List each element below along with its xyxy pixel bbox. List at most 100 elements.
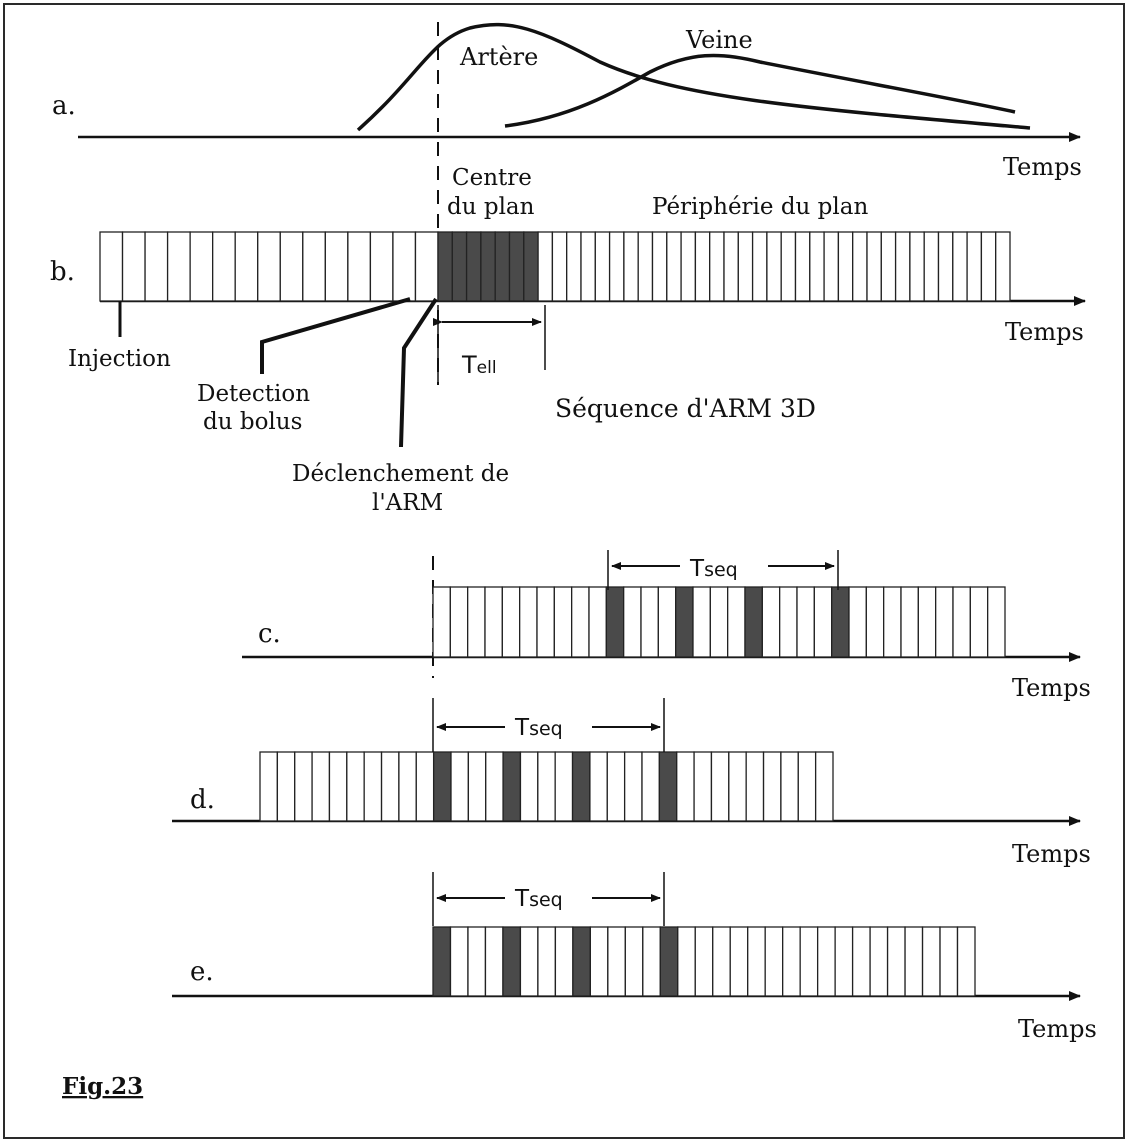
pre-trigger-cell xyxy=(392,231,417,302)
panel-d-axis-label: Temps xyxy=(1012,840,1091,868)
panel-c-cell xyxy=(449,586,469,658)
panel-c-cell xyxy=(709,586,729,658)
panel-d-cell xyxy=(797,751,817,822)
panel-e-cell xyxy=(484,926,504,997)
panel-e-tseq-label: Tseq xyxy=(514,886,563,912)
panel-c-cell xyxy=(553,586,573,658)
panel-d-cell xyxy=(485,751,504,822)
panel-e-cell xyxy=(956,926,976,997)
panel-e-cell xyxy=(782,926,801,997)
panel-e-cell xyxy=(677,926,696,997)
sequence-cell xyxy=(651,231,668,302)
tell-label: Tell xyxy=(461,351,497,379)
pre-trigger-cell xyxy=(369,231,394,302)
panel-b: b. Centre du plan Périphérie du plan Tem… xyxy=(50,165,1086,516)
panel-c-cell xyxy=(761,586,781,658)
panel-c-cell xyxy=(501,586,521,658)
center-label-line2: du plan xyxy=(447,194,535,220)
panel-c-cell xyxy=(484,586,503,658)
pre-trigger-cell xyxy=(347,231,372,302)
panel-d-cell xyxy=(658,751,678,822)
panel-c-cell xyxy=(796,586,815,658)
panel-c-cell xyxy=(640,586,659,658)
panel-e-cell xyxy=(921,926,941,997)
panel-d-cell xyxy=(346,751,365,822)
sequence-cell xyxy=(494,231,511,302)
panel-d-cell xyxy=(398,751,417,822)
panel-c-cell xyxy=(969,586,989,658)
panel-e-cell xyxy=(572,926,591,997)
panel-c-cell xyxy=(432,586,451,658)
sequence-cell xyxy=(537,231,554,302)
sequence-cell xyxy=(465,231,482,302)
panel-c-cell xyxy=(848,586,867,658)
panel-d-cell xyxy=(294,751,313,822)
vein-curve xyxy=(504,53,1016,128)
panel-e: e. Tseq Temps xyxy=(172,872,1097,1043)
panel-d-cell xyxy=(519,751,539,822)
panel-c-axis-label: Temps xyxy=(1012,674,1091,702)
sequence-cell xyxy=(508,231,525,302)
artery-curve xyxy=(356,22,1031,132)
panel-d-cell xyxy=(814,751,834,822)
panel-c-cell xyxy=(588,586,607,658)
panel-e-cell xyxy=(642,926,661,997)
panel-d-cell xyxy=(259,751,279,822)
panel-d-cell xyxy=(276,751,296,822)
panel-d-cell xyxy=(728,751,747,822)
panel-e-cell xyxy=(764,926,784,997)
panel-d-cell xyxy=(467,751,487,822)
panel-a: a. Artère Veine Temps xyxy=(52,22,1082,181)
panel-d-cell xyxy=(554,751,574,822)
sequence-cell xyxy=(966,231,983,302)
sequence-cell xyxy=(794,231,811,302)
panel-c-sequence-cells xyxy=(432,586,1006,658)
pre-trigger-cell xyxy=(257,231,281,302)
sequence-cell xyxy=(980,231,997,302)
panel-c-cell xyxy=(675,586,694,658)
sequence-cell xyxy=(995,231,1011,302)
panel-c-cell xyxy=(779,586,798,658)
panel-b-pre-trigger-cells xyxy=(99,231,439,302)
pre-trigger-cell xyxy=(414,231,439,302)
panel-c-cell xyxy=(727,586,746,658)
panel-d-cell xyxy=(537,751,556,822)
panel-c-cell xyxy=(813,586,833,658)
panel-c-cell xyxy=(987,586,1006,658)
panel-d-cell xyxy=(710,751,730,822)
sequence-cell xyxy=(866,231,882,302)
panel-e-cell xyxy=(659,926,679,997)
panel-e-cell xyxy=(554,926,574,997)
panel-c-cell xyxy=(952,586,971,658)
sequence-cell xyxy=(666,231,682,302)
sequence-cell xyxy=(809,231,825,302)
panel-d-sequence-cells xyxy=(259,751,834,822)
panel-d-cell xyxy=(762,751,782,822)
panel-e-label: e. xyxy=(190,957,214,987)
sequence-cell xyxy=(937,231,954,302)
panel-c-cell xyxy=(571,586,590,658)
sequence-cell xyxy=(837,231,854,302)
sequence-cell xyxy=(852,231,868,302)
panel-e-cell xyxy=(519,926,539,997)
sequence-cell xyxy=(566,231,582,302)
pre-trigger-cell xyxy=(99,231,124,302)
panel-d-cell xyxy=(311,751,331,822)
panel-a-axis-label: Temps xyxy=(1003,153,1082,181)
detection-pointer xyxy=(260,297,411,374)
panel-b-sequence-cells xyxy=(437,231,1011,302)
sequence-cell xyxy=(880,231,897,302)
panel-d: d. Tseq Temps xyxy=(172,698,1091,868)
pre-trigger-cell xyxy=(212,231,236,302)
trigger-pointer xyxy=(399,297,438,448)
panel-a-label: a. xyxy=(52,91,76,121)
panel-e-cell xyxy=(712,926,731,997)
detection-label-line1: Detection xyxy=(197,381,310,407)
panel-c-cell xyxy=(865,586,885,658)
sequence-cell xyxy=(737,231,754,302)
panel-d-cell xyxy=(676,751,695,822)
sequence-cell xyxy=(823,231,840,302)
panel-d-cell xyxy=(380,751,400,822)
panel-e-cell xyxy=(799,926,819,997)
